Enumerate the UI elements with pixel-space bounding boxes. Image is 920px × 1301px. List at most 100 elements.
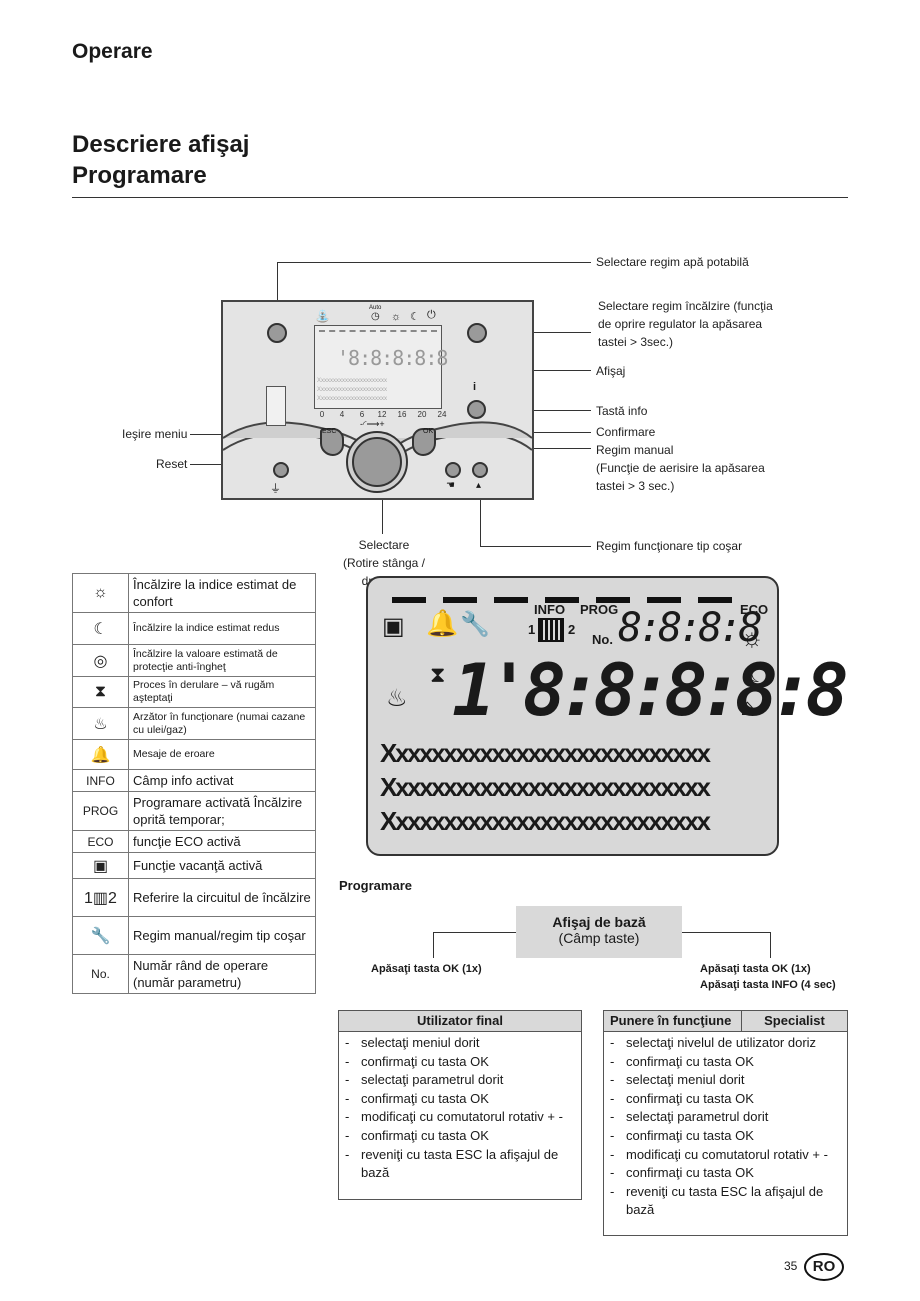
label-chimney-mode: Regim funcţionare tip coşar: [596, 539, 743, 553]
step-item: selectaţi parametrul dorit: [345, 1071, 573, 1090]
legend-row: ☼Încălzire la indice estimat de confort: [72, 573, 316, 613]
bell-icon: 🔔: [72, 739, 129, 770]
step-item: confirmaţi cu tasta OK: [610, 1053, 839, 1072]
hourglass-icon: ⧗: [430, 662, 446, 687]
step-item: confirmaţi cu tasta OK: [610, 1164, 839, 1183]
step-item: selectaţi meniul dorit: [345, 1034, 573, 1053]
circuit-icon: 1▥2: [72, 878, 129, 917]
symbol-legend-table: ☼Încălzire la indice estimat de confort☾…: [72, 573, 316, 994]
lcd-small-digits: 8:8:8:8: [618, 605, 763, 651]
lcd-eco-flag: ECO: [740, 602, 769, 617]
step-item: reveniţi cu tasta ESC la afişajul de baz…: [345, 1146, 573, 1183]
auto-label: Auto: [369, 305, 382, 311]
language-badge: RO: [804, 1253, 844, 1281]
label-heating-mode-line-3: tastei > 3sec.): [598, 335, 674, 349]
flow-connector: [682, 932, 771, 933]
step-item: modificaţi cu comutatorul rotativ + -: [610, 1146, 839, 1165]
legend-code: INFO: [72, 769, 129, 792]
segment-bar: [392, 590, 749, 608]
label-dhw-mode: Selectare regim apă potabilă: [596, 255, 749, 269]
step-item: reveniţi cu tasta ESC la afişajul de baz…: [610, 1183, 839, 1220]
legend-description: Referire la circuitul de încălzire: [128, 878, 316, 917]
header-divider: [72, 197, 848, 198]
lcd-text-row-2: Xxxxxxxxxxxxxxxxxxxxxxxxxxx: [380, 772, 711, 802]
page-title-line-2: Programare: [72, 162, 207, 189]
manual-mode-button[interactable]: [445, 462, 461, 478]
power-icon: ⏻: [427, 309, 436, 321]
lcd-text-row-1: Xxxxxxxxxxxxxxxxxxxxxxxxxxx: [380, 738, 711, 768]
step-item: confirmaţi cu tasta OK: [610, 1090, 839, 1109]
memory-slot: [266, 386, 286, 426]
base-display-subtitle: (Câmp taste): [558, 930, 640, 946]
callout-line: [480, 546, 591, 547]
chimney-mode-button[interactable]: [472, 462, 488, 478]
step-item: selectaţi parametrul dorit: [610, 1108, 839, 1127]
base-display-title: Afişaj de bază: [552, 914, 646, 930]
specialist-header: Punere în funcţiune Specialist: [604, 1011, 847, 1032]
dhw-mode-button[interactable]: [267, 323, 287, 343]
press-ok-once-left: Apăsaţi tasta OK (1x): [371, 963, 482, 975]
lcd-prog-flag: PROG: [580, 602, 619, 617]
frost-protection-icon: ⌂: [740, 694, 755, 721]
time-tick: 0: [319, 410, 325, 419]
legend-row: ♨Arzător în funcţionare (numai cazane cu…: [72, 707, 316, 740]
circuit-number-2: 2: [568, 622, 576, 637]
suitcase-icon: ▣: [382, 613, 405, 640]
rotary-knob-center[interactable]: [352, 437, 402, 487]
legend-row: 🔧Regim manual/regim tip coşar: [72, 916, 316, 955]
label-manual-line-3: tastei > 3 sec.): [596, 479, 675, 493]
time-tick: 4: [339, 410, 345, 419]
esc-button[interactable]: [320, 428, 344, 456]
moon-icon: ☾: [746, 661, 768, 688]
legend-code: No.: [72, 954, 129, 994]
legend-description: Proces în derulare – vă rugăm aşteptaţi: [128, 676, 316, 708]
legend-description: Câmp info activat: [128, 769, 316, 792]
chimney-icon: ▴: [476, 480, 482, 491]
display-detail: ▣ 🔔 🔧 INFO PROG ECO 1 2 No. 8:8:8:8 ☼ ⧗ …: [366, 576, 849, 856]
press-ok-once-right: Apăsaţi tasta OK (1x): [700, 963, 811, 975]
reset-button[interactable]: [273, 462, 289, 478]
programming-heading: Programare: [339, 878, 412, 893]
step-item: selectaţi nivelul de utilizator doriz: [610, 1034, 839, 1053]
sun-icon: ☼: [391, 311, 402, 323]
legend-description: funcţie ECO activă: [128, 830, 316, 853]
step-item: modificaţi cu comutatorul rotativ + -: [345, 1108, 573, 1127]
lcd-info-flag: INFO: [534, 602, 566, 617]
specialist-title: Specialist: [764, 1013, 825, 1028]
clock-icon: ◷: [371, 311, 380, 322]
wrench-icon: 🔧: [460, 611, 490, 638]
radiator-icon: [538, 618, 564, 642]
legend-row: ▣Funcţie vacanţă activă: [72, 852, 316, 879]
time-tick: 6: [359, 410, 365, 419]
heating-mode-button[interactable]: [467, 323, 487, 343]
legend-row: ⧗Proces în derulare – vă rugăm aşteptaţi: [72, 676, 316, 708]
label-confirm: Confirmare: [596, 425, 656, 439]
sun-icon: ☼: [72, 573, 129, 613]
label-display: Afişaj: [596, 364, 626, 378]
legend-description: Încălzire la indice estimat de confort: [128, 573, 316, 613]
ok-button[interactable]: [412, 428, 436, 456]
suitcase-icon: ▣: [72, 852, 129, 879]
lcd-text-row-3: Xxxxxxxxxxxxxxxxxxxxxxxxxxx: [380, 806, 711, 836]
label-manual-mode: Regim manual (Funcţie de aerisire la apă…: [596, 441, 765, 495]
label-heating-mode: Selectare regim încălzire (funcţia de op…: [598, 297, 773, 351]
legend-description: Număr rând de operare (număr parametru): [128, 954, 316, 994]
circuit-number-1: 1: [528, 622, 536, 637]
legend-row: ◎Încălzire la valoare estimată de protec…: [72, 644, 316, 677]
label-exit-menu: Ieşire meniu: [122, 427, 188, 441]
lcd-no-label: No.: [592, 632, 613, 647]
label-reset: Reset: [156, 457, 188, 471]
page-title-line-1: Descriere afişaj: [72, 131, 250, 158]
page-number: 35: [784, 1259, 798, 1273]
mini-display: '8:8:8:8:8 Xxxxxxxxxxxxxxxxxxxxxxx Xxxxx…: [314, 325, 448, 409]
time-tick: 24: [437, 410, 447, 419]
legend-description: Arzător în funcţionare (numai cazane cu …: [128, 707, 316, 740]
info-button[interactable]: [467, 400, 486, 419]
info-icon: i: [473, 381, 477, 393]
legend-code: ECO: [72, 830, 129, 853]
legend-description: Încălzire la valoare estimată de protecţ…: [128, 644, 316, 677]
flame-icon: ♨: [72, 707, 129, 740]
